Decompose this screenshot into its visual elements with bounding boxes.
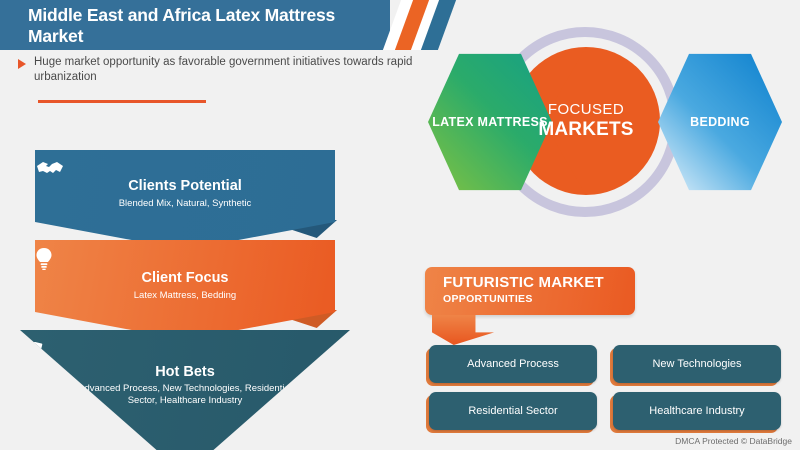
hexagon-bedding[interactable]: BEDDING — [658, 53, 782, 191]
center-label-line2: MARKETS — [538, 119, 634, 140]
opportunity-box-new-technologies[interactable]: New Technologies — [610, 345, 781, 386]
footer-credit: DMCA Protected © DataBridge — [675, 436, 792, 446]
accent-rule — [38, 100, 206, 103]
band-subtitle: Blended Mix, Natural, Synthetic — [118, 198, 252, 209]
opportunity-box-healthcare-industry[interactable]: Healthcare Industry — [610, 392, 781, 433]
hexagon-label: LATEX MATTRESS — [432, 115, 548, 129]
hexagon-label: BEDDING — [690, 115, 750, 129]
subheadline: Huge market opportunity as favorable gov… — [18, 55, 428, 85]
funnel-band-clients-potential[interactable]: Clients Potential Blended Mix, Natural, … — [35, 150, 335, 250]
opportunity-box-grid: Advanced Process New Technologies Reside… — [425, 345, 781, 435]
lightbulb-icon — [35, 248, 335, 270]
futuristic-title: FUTURISTIC MARKET — [443, 274, 604, 291]
subheadline-text: Huge market opportunity as favorable gov… — [34, 56, 413, 83]
funnel-band-client-focus[interactable]: Client Focus Latex Mattress, Bedding — [35, 240, 335, 340]
opportunity-box-advanced-process[interactable]: Advanced Process — [426, 345, 597, 386]
hand-package-icon — [20, 342, 350, 364]
band-title: Hot Bets — [155, 364, 215, 380]
futuristic-market-banner[interactable]: FUTURISTIC MARKET OPPORTUNITIES — [425, 267, 635, 315]
box-label: Advanced Process — [429, 345, 597, 383]
opportunity-box-residential-sector[interactable]: Residential Sector — [426, 392, 597, 433]
box-label: Residential Sector — [429, 392, 597, 430]
handshake-icon — [35, 158, 335, 178]
focused-markets-diagram: LATEX MATTRESS BEDDING FOCUSED MARKETS — [418, 15, 790, 230]
center-circle-label: FOCUSED MARKETS — [512, 47, 660, 195]
page-title: Middle East and Africa Latex Mattress Ma… — [28, 5, 336, 46]
band-title: Client Focus — [141, 270, 229, 286]
band-subtitle: Advanced Process, New Technologies, Resi… — [78, 383, 292, 406]
futuristic-subtitle: OPPORTUNITIES — [443, 293, 533, 305]
triangle-right-icon — [18, 59, 26, 69]
box-label: Healthcare Industry — [613, 392, 781, 430]
center-label-line1: FOCUSED — [547, 101, 625, 118]
header-bar — [0, 0, 390, 50]
box-label: New Technologies — [613, 345, 781, 383]
arrow-down-icon — [432, 315, 495, 345]
funnel-band-hot-bets[interactable]: Hot Bets Advanced Process, New Technolog… — [20, 330, 350, 450]
band-subtitle: Latex Mattress, Bedding — [133, 290, 237, 301]
funnel-diagram: Clients Potential Blended Mix, Natural, … — [0, 140, 400, 450]
band-title: Clients Potential — [128, 178, 242, 194]
